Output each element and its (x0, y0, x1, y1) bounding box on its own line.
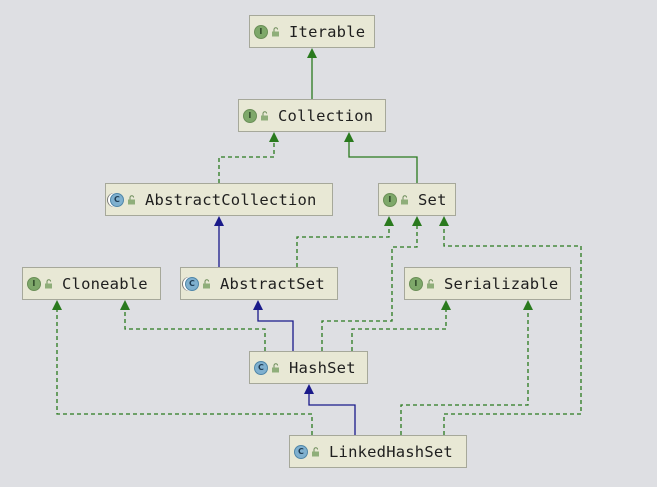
unlock-icon (272, 362, 279, 372)
edge-hash-set-implements-serializable (351, 300, 451, 351)
edge-collection-extends-iterable (307, 48, 317, 99)
edge-abstract-set-extends-abstract-collection (214, 216, 224, 267)
node-label: AbstractCollection (145, 190, 317, 209)
unlock-icon (45, 278, 52, 288)
edge-hash-set-implements-set (321, 216, 422, 351)
edge-linked-hash-set-implements-serializable (400, 300, 533, 435)
node-cloneable[interactable]: I Cloneable (22, 267, 161, 300)
unlock-icon (261, 110, 268, 120)
edge-hash-set-implements-cloneable (120, 300, 266, 351)
node-hash-set[interactable]: C HashSet (249, 351, 368, 384)
node-set[interactable]: I Set (378, 183, 456, 216)
node-label: Iterable (289, 22, 366, 41)
node-abstract-set[interactable]: C AbstractSet (180, 267, 338, 300)
node-abstract-collection[interactable]: C AbstractCollection (105, 183, 333, 216)
node-collection[interactable]: I Collection (238, 99, 386, 132)
node-linked-hash-set[interactable]: C LinkedHashSet (289, 435, 467, 468)
abstract-class-icon: C (110, 192, 124, 207)
unlock-icon (203, 278, 210, 288)
edge-linked-hash-set-implements-cloneable (52, 300, 313, 435)
interface-icon: I (383, 192, 397, 207)
node-label: Serializable (444, 274, 559, 293)
node-label: Cloneable (62, 274, 148, 293)
abstract-class-icon: C (185, 276, 199, 291)
unlock-icon (128, 194, 135, 204)
interface-icon: I (27, 276, 41, 291)
edge-abstract-collection-implements-collection (218, 132, 279, 183)
node-label: HashSet (289, 358, 356, 377)
edge-linked-hash-set-implements-set (439, 216, 582, 435)
edge-hash-set-extends-abstract-set (253, 300, 294, 351)
node-serializable[interactable]: I Serializable (404, 267, 571, 300)
unlock-icon (272, 26, 279, 36)
node-iterable[interactable]: I Iterable (249, 15, 375, 48)
class-icon: C (294, 444, 308, 459)
interface-icon: I (243, 108, 257, 123)
edge-abstract-set-implements-set (296, 216, 394, 267)
unlock-icon (312, 446, 319, 456)
class-icon: C (254, 360, 268, 375)
node-label: LinkedHashSet (329, 442, 453, 461)
unlock-icon (427, 278, 434, 288)
node-label: Collection (278, 106, 374, 125)
node-label: AbstractSet (220, 274, 325, 293)
edge-linked-hash-set-extends-hash-set (304, 384, 356, 435)
interface-icon: I (254, 24, 268, 39)
edge-set-extends-collection (344, 132, 418, 183)
node-label: Set (418, 190, 447, 209)
interface-icon: I (409, 276, 423, 291)
unlock-icon (401, 194, 408, 204)
